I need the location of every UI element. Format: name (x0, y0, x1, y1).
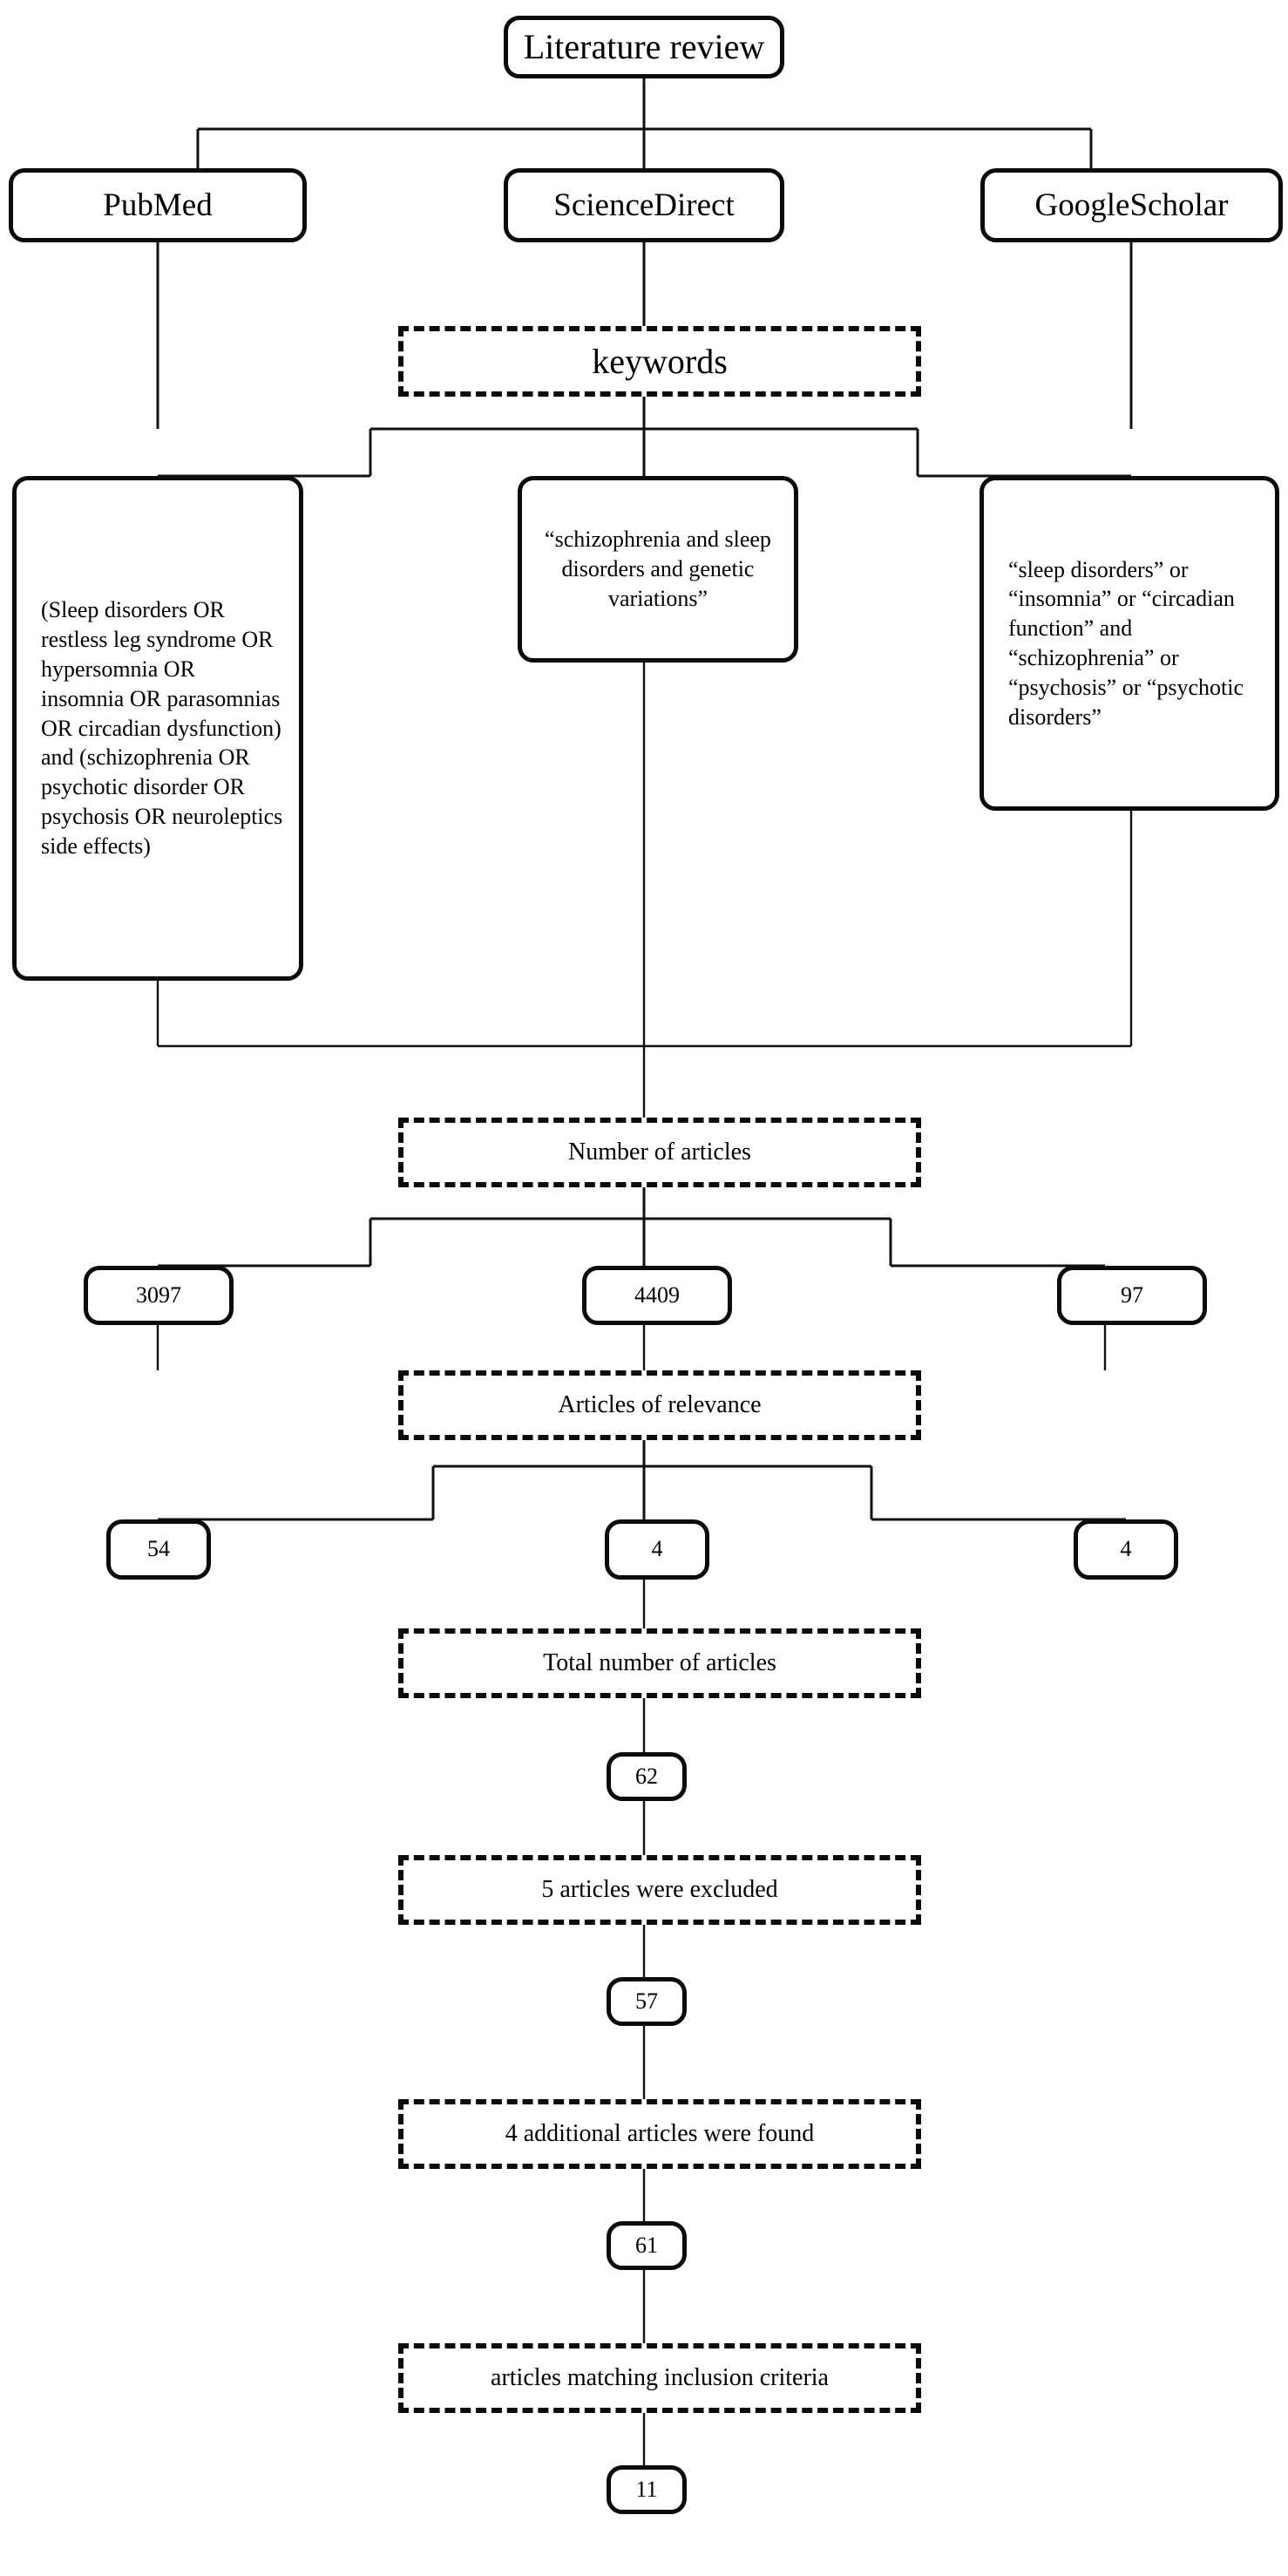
node-source-googlescholar-label: GoogleScholar (1034, 187, 1229, 223)
node-stage-excluded-label: 5 articles were excluded (541, 1876, 778, 1904)
node-count-total-articles[interactable]: 62 (607, 1752, 687, 1801)
node-count-pubmed-relevant[interactable]: 54 (106, 1519, 211, 1580)
node-query-googlescholar[interactable]: “sleep disorders” or “insomnia” or “circ… (980, 476, 1279, 811)
node-count-final-included[interactable]: 11 (607, 2465, 687, 2514)
node-count-googlescholar-relevant[interactable]: 4 (1074, 1519, 1178, 1580)
node-stage-excluded[interactable]: 5 articles were excluded (398, 1855, 921, 1925)
node-stage-number-of-articles[interactable]: Number of articles (398, 1118, 921, 1187)
node-query-pubmed[interactable]: (Sleep disorders OR restless leg syndrom… (12, 476, 303, 981)
node-query-sciencedirect-text: “schizophrenia and sleep disorders and g… (545, 527, 771, 611)
node-source-sciencedirect[interactable]: ScienceDirect (504, 168, 784, 242)
node-query-pubmed-text: (Sleep disorders OR restless leg syndrom… (41, 597, 283, 859)
node-stage-additional-found[interactable]: 4 additional articles were found (398, 2099, 921, 2169)
node-count-googlescholar-total-value: 97 (1121, 1281, 1143, 1308)
node-count-after-exclusion-value: 57 (635, 1988, 658, 2014)
node-literature-review[interactable]: Literature review (504, 16, 784, 78)
node-count-pubmed-total-value: 3097 (136, 1281, 181, 1308)
node-stage-total-number-of-articles-label: Total number of articles (543, 1649, 776, 1677)
node-stage-number-of-articles-label: Number of articles (568, 1138, 751, 1166)
node-query-sciencedirect[interactable]: “schizophrenia and sleep disorders and g… (518, 476, 798, 663)
node-count-sciencedirect-relevant[interactable]: 4 (605, 1519, 709, 1580)
node-source-sciencedirect-label: ScienceDirect (553, 187, 735, 223)
node-count-googlescholar-total[interactable]: 97 (1057, 1266, 1207, 1325)
node-count-final-included-value: 11 (635, 2476, 658, 2502)
node-count-sciencedirect-total[interactable]: 4409 (582, 1266, 732, 1325)
node-count-googlescholar-relevant-value: 4 (1120, 1536, 1132, 1562)
node-count-pubmed-relevant-value: 54 (147, 1536, 170, 1562)
node-literature-review-label: Literature review (523, 27, 765, 67)
node-source-pubmed-label: PubMed (103, 187, 213, 223)
node-query-googlescholar-text: “sleep disorders” or “insomnia” or “circ… (1008, 556, 1244, 730)
node-stage-additional-found-label: 4 additional articles were found (505, 2120, 815, 2148)
node-stage-total-number-of-articles[interactable]: Total number of articles (398, 1628, 921, 1698)
node-count-sciencedirect-relevant-value: 4 (651, 1536, 663, 1562)
node-count-total-articles-value: 62 (635, 1763, 658, 1789)
node-source-googlescholar[interactable]: GoogleScholar (980, 168, 1283, 242)
node-stage-keywords-label: keywords (592, 341, 728, 381)
node-stage-inclusion-criteria[interactable]: articles matching inclusion criteria (398, 2343, 921, 2413)
node-stage-inclusion-criteria-label: articles matching inclusion criteria (491, 2364, 829, 2392)
node-source-pubmed[interactable]: PubMed (9, 168, 307, 242)
node-stage-articles-of-relevance[interactable]: Articles of relevance (398, 1370, 921, 1440)
node-count-sciencedirect-total-value: 4409 (634, 1281, 680, 1308)
node-stage-keywords[interactable]: keywords (398, 326, 921, 397)
node-stage-articles-of-relevance-label: Articles of relevance (558, 1391, 762, 1419)
node-count-after-addition-value: 61 (635, 2232, 658, 2258)
node-count-pubmed-total[interactable]: 3097 (84, 1266, 234, 1325)
node-count-after-addition[interactable]: 61 (607, 2221, 687, 2270)
node-count-after-exclusion[interactable]: 57 (607, 1977, 687, 2026)
